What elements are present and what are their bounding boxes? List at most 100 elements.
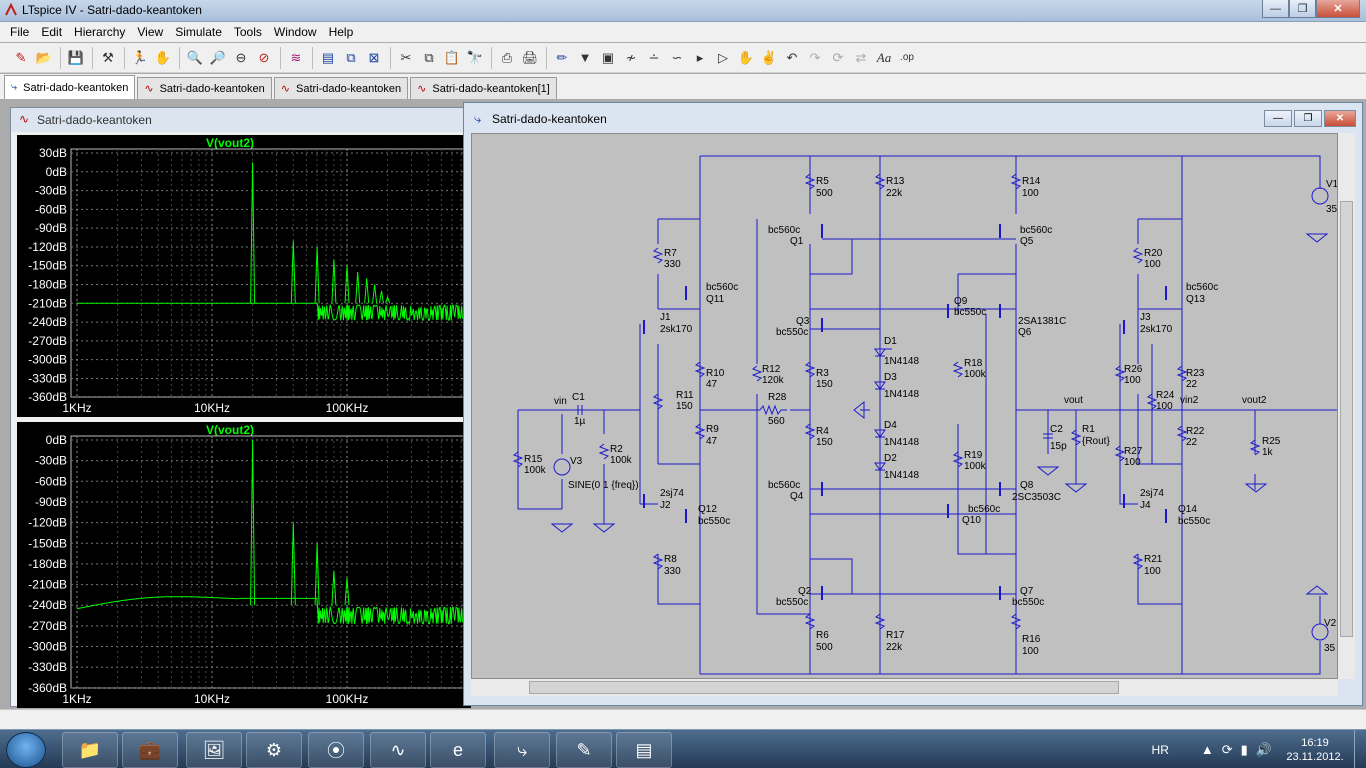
print-preview-icon[interactable]: ⎙ (501, 49, 513, 65)
inductor-icon[interactable]: ∽ (671, 49, 683, 65)
oscilloscope-icon[interactable]: ∿ (370, 732, 426, 768)
show-desktop-button[interactable] (1354, 730, 1366, 768)
waveform-pane-2[interactable]: V(vout2)0dB-30dB-60dB-90dB-120dB-150dB-1… (17, 422, 471, 708)
tab-schematic[interactable]: ⤷ Satri-dado-keantoken (4, 75, 136, 99)
trace-name[interactable]: V(vout2) (206, 136, 254, 150)
clock-time: 16:19 (1301, 736, 1329, 749)
start-button[interactable] (6, 732, 46, 768)
horizontal-scrollbar[interactable] (471, 679, 1338, 696)
acrobat-icon[interactable]: ✎ (556, 732, 612, 768)
tab-waveform-1[interactable]: ∿ Satri-dado-keantoken (137, 77, 272, 99)
explorer-icon[interactable]: 📁 (62, 732, 118, 768)
run-icon[interactable]: 🏃 (131, 49, 149, 65)
spectrum-trace[interactable] (77, 162, 471, 322)
tile-icon[interactable]: ▤ (321, 49, 335, 65)
schematic-restore-button[interactable]: ❐ (1294, 110, 1322, 127)
trace-name[interactable]: V(vout2) (206, 423, 254, 437)
drag-icon[interactable]: ✌ (760, 49, 778, 65)
rotate-icon[interactable]: ⟳ (832, 49, 844, 65)
new-schematic-icon[interactable]: ✎ (15, 49, 27, 65)
print-icon[interactable]: 🖨 (521, 49, 539, 65)
menu-window[interactable]: Window (273, 25, 317, 39)
label-R16: R16 (1022, 634, 1041, 645)
vertical-scroll-thumb[interactable] (1340, 201, 1353, 637)
capacitor-icon[interactable]: ∸ (648, 49, 660, 65)
vertical-scrollbar[interactable] (1338, 133, 1355, 679)
briefcase-icon[interactable]: 💼 (122, 732, 178, 768)
resistor-icon[interactable]: ≁ (625, 49, 637, 65)
label-R5: R5 (816, 176, 829, 187)
paste-icon[interactable]: 📋 (443, 49, 461, 65)
undo-icon[interactable]: ↶ (786, 49, 798, 65)
zoom-in-icon[interactable]: 🔍 (186, 49, 204, 65)
waveform-icon: ∿ (144, 83, 154, 95)
copy-icon[interactable]: ⧉ (424, 49, 434, 65)
autoscale-icon[interactable]: ≋ (290, 49, 302, 65)
open-icon[interactable]: 📂 (35, 49, 53, 65)
menu-hierarchy[interactable]: Hierarchy (74, 25, 126, 39)
zoom-out-icon[interactable]: ⊖ (235, 49, 247, 65)
label-R25-value: 1k (1262, 447, 1274, 458)
zoom-pan-icon[interactable]: 🔎 (209, 49, 227, 65)
menu-help[interactable]: Help (328, 25, 354, 39)
schematic-close-button[interactable]: ✕ (1324, 110, 1356, 127)
ltspice-icon[interactable]: ⤷ (494, 732, 550, 768)
menu-edit[interactable]: Edit (41, 25, 63, 39)
label-Q7-model: bc550c (1012, 597, 1044, 608)
menu-view[interactable]: View (137, 25, 164, 39)
volume-icon[interactable]: 🔊 (1255, 741, 1272, 757)
label-C1: C1 (572, 392, 585, 403)
language-indicator[interactable]: HR (1151, 742, 1169, 757)
spectrum-trace[interactable] (76, 439, 471, 626)
internet-explorer-icon[interactable]: e (430, 732, 486, 768)
notes-icon[interactable]: ▤ (616, 732, 672, 768)
tab-waveform-2[interactable]: ∿ Satri-dado-keantoken (273, 77, 409, 99)
spice-directive-icon[interactable]: .op (900, 52, 914, 63)
y-tick-label: 0dB (46, 433, 67, 447)
maximize-button[interactable]: ❐ (1289, 0, 1316, 18)
menu-tools[interactable]: Tools (233, 25, 262, 39)
ground-icon[interactable]: ▼ (578, 50, 592, 65)
tab-waveform-3[interactable]: ∿ Satri-dado-keantoken[1] (410, 77, 557, 99)
horizontal-scroll-thumb[interactable] (529, 681, 1119, 694)
move-icon[interactable]: ✋ (737, 49, 755, 65)
mixer-icon[interactable]: ⚙ (246, 732, 302, 768)
fft-plot-2[interactable]: V(vout2)0dB-30dB-60dB-90dB-120dB-150dB-1… (17, 422, 471, 708)
schematic-window[interactable]: ⤷ Satri-dado-keantoken — ❐ ✕ (463, 102, 1363, 706)
menu-simulate[interactable]: Simulate (175, 25, 222, 39)
find-icon[interactable]: 🔭 (466, 49, 484, 65)
redo-icon[interactable]: ↷ (809, 49, 821, 65)
diode-icon[interactable]: ▸ (696, 49, 704, 65)
label-R2-value: 100k (610, 455, 633, 466)
cascade-icon[interactable]: ⧉ (346, 49, 356, 65)
close-all-icon[interactable]: ⊠ (368, 49, 380, 65)
schematic-canvas[interactable]: R5 500 R13 22k R14 100 V1 35 bc560c Q1 b… (471, 133, 1338, 679)
wire-icon[interactable]: ✏ (556, 49, 568, 65)
minimize-button[interactable]: — (1262, 0, 1289, 18)
mirror-icon[interactable]: ⇄ (855, 49, 867, 65)
halt-icon[interactable]: ✋ (154, 49, 172, 65)
label-R27-value: 100 (1124, 457, 1141, 468)
schematic-window-titlebar[interactable]: ⤷ Satri-dado-keantoken — ❐ ✕ (464, 103, 1362, 133)
control-panel-icon[interactable]: ⚒ (102, 49, 114, 65)
fft-plot-1[interactable]: V(vout2)30dB0dB-30dB-60dB-90dB-120dB-150… (17, 135, 471, 417)
schematic-drawing[interactable]: R5 500 R13 22k R14 100 V1 35 bc560c Q1 b… (472, 134, 1338, 679)
tray-expand-icon[interactable]: ▲ (1200, 742, 1214, 757)
menu-file[interactable]: File (10, 25, 30, 39)
sync-icon[interactable]: ⟳ (1221, 741, 1233, 757)
clock[interactable]: 16:19 23.11.2012. (1280, 736, 1350, 764)
zoom-fit-icon[interactable]: ⊘ (258, 49, 270, 65)
photo-icon[interactable]: 🖼 (186, 732, 242, 768)
schematic-minimize-button[interactable]: — (1264, 110, 1292, 127)
close-button[interactable]: ✕ (1316, 0, 1360, 18)
component-icon[interactable]: ▷ (718, 49, 728, 65)
text-icon[interactable]: Aa (876, 49, 892, 65)
cut-icon[interactable]: ✂ (400, 49, 412, 65)
label-icon[interactable]: ▣ (601, 49, 615, 65)
waveform-window-titlebar[interactable]: ∿ Satri-dado-keantoken (11, 108, 469, 132)
antivirus-icon[interactable]: ⦿ (308, 732, 364, 768)
save-icon[interactable]: 💾 (67, 49, 85, 65)
network-icon[interactable]: ▮ (1240, 741, 1248, 757)
